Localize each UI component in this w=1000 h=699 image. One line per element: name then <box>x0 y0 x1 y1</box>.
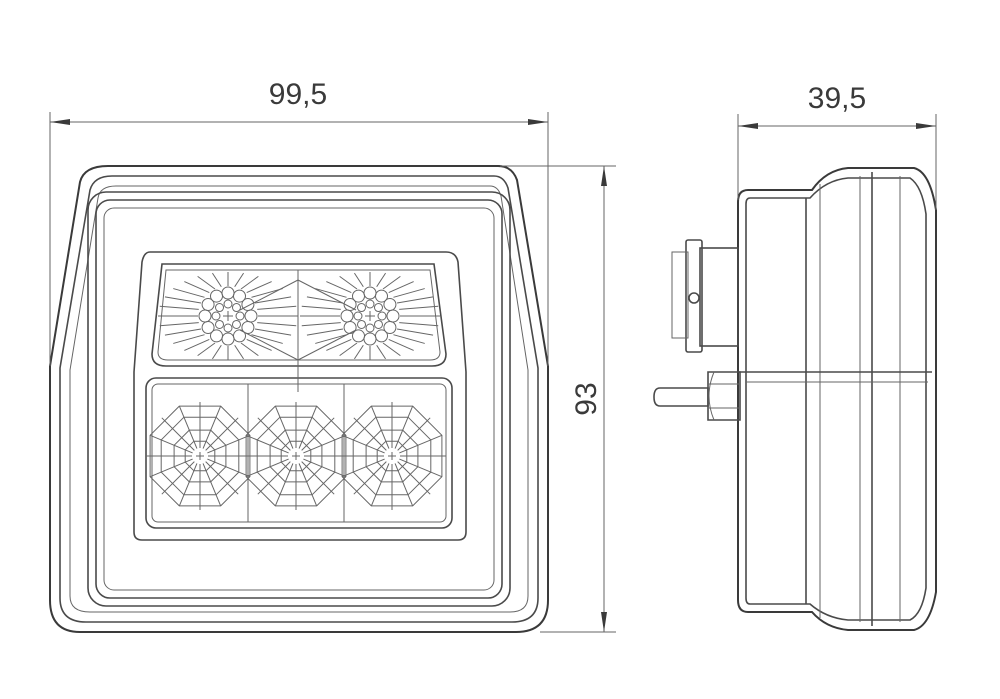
lower-module <box>145 360 453 529</box>
dimension-width: 99,5 <box>49 78 549 366</box>
lower-led-3 <box>338 402 446 510</box>
light-guide-outer <box>87 191 511 607</box>
upper-module <box>151 263 447 367</box>
side-housing-outer <box>737 167 937 631</box>
side-depth-label: 39,5 <box>808 82 866 115</box>
dimension-height: 93 <box>500 165 616 633</box>
front-width-label: 99,5 <box>269 78 327 111</box>
light-guide-inner-2 <box>103 207 495 591</box>
front-housing-inner-1 <box>59 175 539 623</box>
front-housing-inner-2 <box>69 185 529 613</box>
front-view <box>49 165 549 633</box>
side-view <box>653 167 937 631</box>
lens-frame <box>133 251 467 541</box>
dimension-depth: 39,5 <box>737 82 937 210</box>
lower-led-2 <box>242 402 350 510</box>
front-height-label: 93 <box>570 382 603 415</box>
upper-led-right <box>300 272 440 360</box>
side-connector <box>671 239 739 353</box>
lower-led-1 <box>146 402 254 510</box>
upper-led-left <box>158 272 298 360</box>
light-guide-inner <box>95 199 503 599</box>
front-housing-outer <box>49 165 549 633</box>
side-bolt <box>653 371 741 421</box>
